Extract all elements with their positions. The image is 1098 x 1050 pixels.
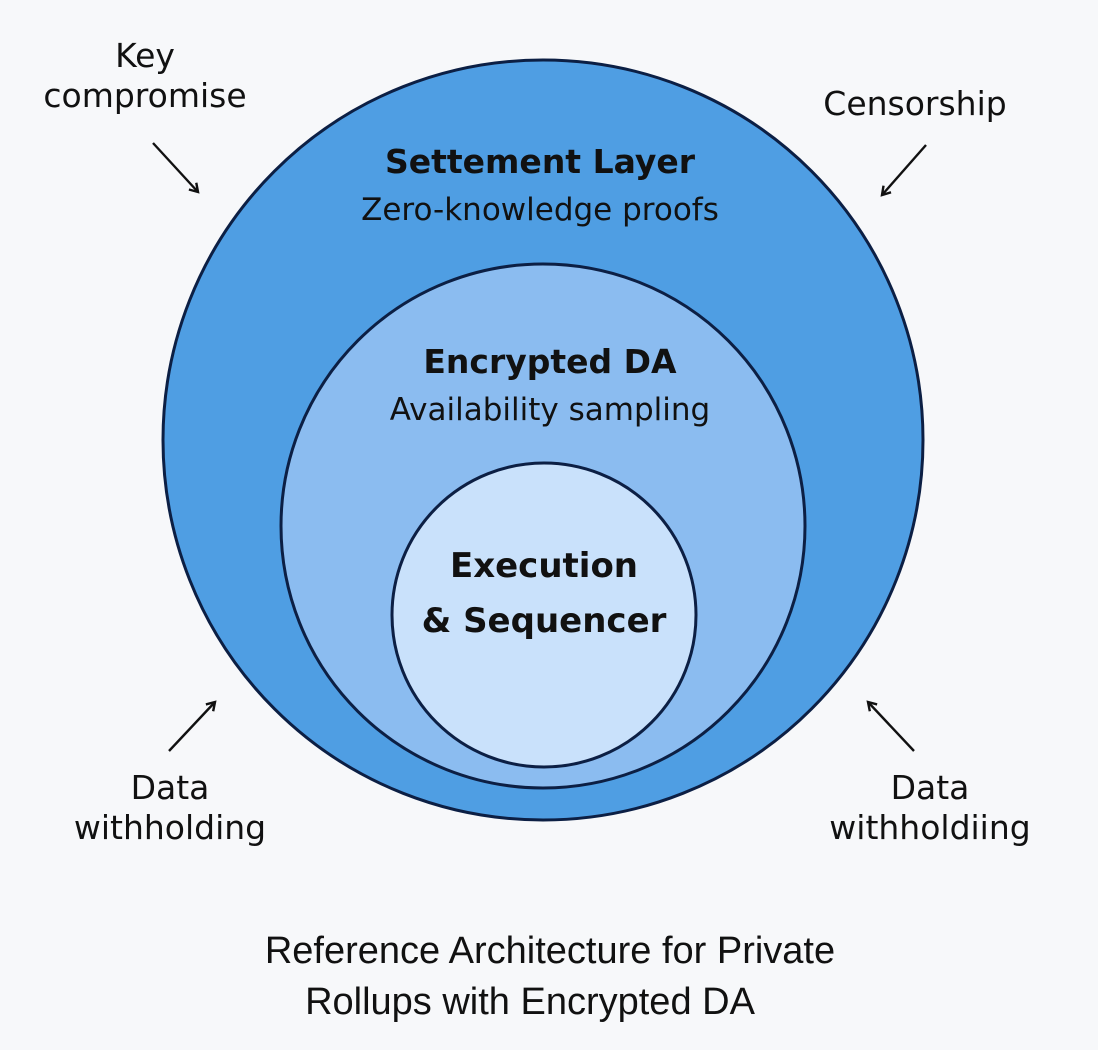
threat-data-withholding-left-line2: withholding	[73, 808, 267, 848]
arrow-key-compromise-icon	[152, 142, 198, 192]
threat-key-compromise: Key compromise	[10, 36, 280, 117]
execution-title-line2: & Sequencer	[421, 601, 667, 642]
execution-title-line1: Execution	[449, 546, 639, 586]
threat-censorship-line1: Censorship	[823, 84, 1007, 123]
encrypted-da-title: Encrypted DA	[423, 342, 677, 381]
caption-line1: Reference Architecture for Private	[264, 930, 836, 972]
settlement-layer-subtitle: Zero-knowledge proofs	[361, 192, 719, 229]
encrypted-da-label: Encrypted DA Availability sampling	[300, 342, 800, 430]
threat-key-compromise-line2: compromise	[43, 76, 247, 116]
threat-data-withholding-right-line1: Data	[890, 768, 970, 807]
threat-data-withholding-right: Data withholdiing	[780, 768, 1080, 849]
execution-label: Execution & Sequencer	[394, 546, 694, 643]
caption-line2: Rollups with Encrypted DA	[305, 981, 755, 1024]
threat-censorship: Censorship	[790, 84, 1040, 124]
arrow-data-withholding-left-icon	[168, 702, 215, 752]
arrow-data-withholding-right-icon	[868, 702, 915, 752]
execution-circle	[390, 461, 698, 769]
settlement-layer-title: Settement Layer	[384, 142, 696, 181]
threat-data-withholding-left-line1: Data	[130, 768, 210, 807]
threat-data-withholding-right-line2: withholdiing	[829, 808, 1031, 848]
threat-data-withholding-left: Data withholding	[30, 768, 310, 849]
threat-key-compromise-line1: Key	[115, 36, 175, 75]
diagram-caption: Reference Architecture for Private Rollu…	[80, 926, 1020, 1029]
settlement-layer-label: Settement Layer Zero-knowledge proofs	[290, 142, 790, 230]
encrypted-da-subtitle: Availability sampling	[389, 392, 711, 429]
arrow-censorship-icon	[882, 144, 927, 195]
